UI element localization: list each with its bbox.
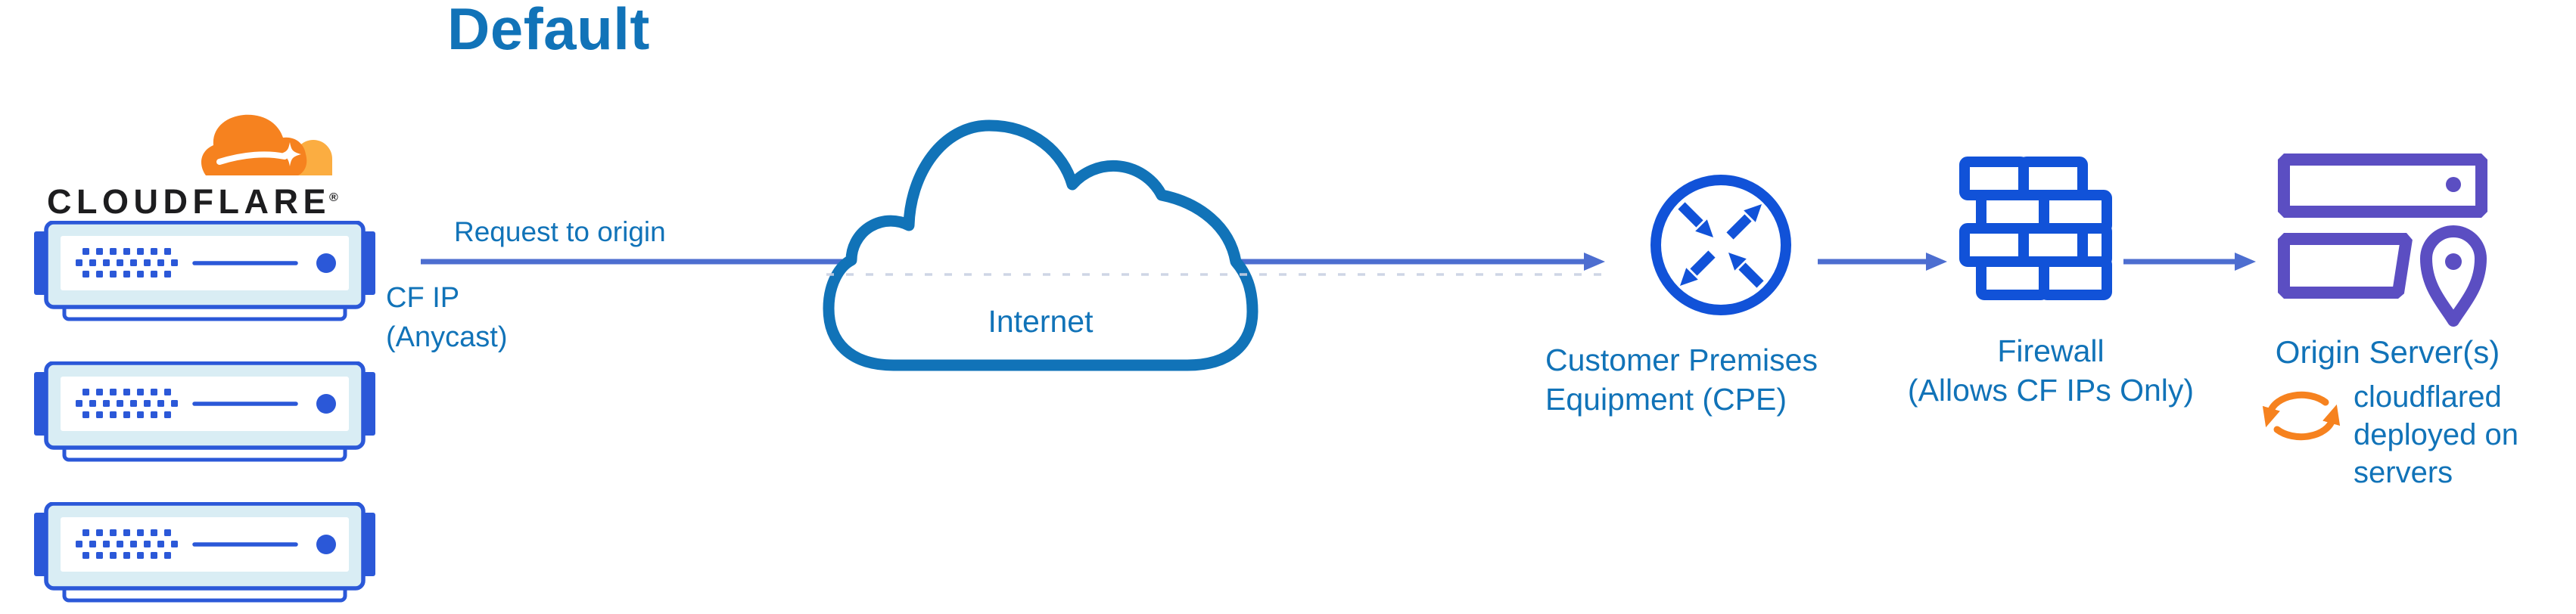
internet-cloud-icon bbox=[823, 119, 1258, 371]
edge-server-icon-2 bbox=[34, 363, 375, 460]
router-arrow-heads bbox=[1680, 204, 1762, 286]
cloudflare-logo-icon bbox=[201, 114, 332, 175]
cloudflared-line3: servers bbox=[2354, 456, 2453, 489]
location-pin-icon bbox=[2420, 225, 2487, 327]
cloudflare-wordmark: CLOUDFLARE® bbox=[47, 180, 338, 220]
cf-ip-line1: CF IP bbox=[386, 282, 460, 314]
wordmark-text: CLOUDFLARE bbox=[47, 182, 331, 221]
request-to-origin-label: Request to origin bbox=[454, 216, 666, 247]
router-arrow-shafts bbox=[1678, 202, 1764, 288]
origin-servers-label: Origin Server(s) bbox=[2275, 334, 2500, 370]
internet-label: Internet bbox=[988, 304, 1094, 339]
firewall-label-line2: (Allows CF IPs Only) bbox=[1907, 373, 2195, 408]
logo-flare-swoosh bbox=[216, 151, 288, 165]
firewall-label-line1: Firewall bbox=[1997, 333, 2105, 368]
edge-server-icon-1 bbox=[34, 222, 375, 319]
cloudflared-label: cloudflared deployed on servers bbox=[2354, 378, 2518, 492]
cpe-router-icon bbox=[1650, 175, 1791, 315]
diagram-title: Default bbox=[447, 0, 650, 62]
cloudflared-line2: deployed on bbox=[2354, 418, 2518, 451]
cpe-label: Customer Premises Equipment (CPE) bbox=[1545, 340, 1818, 419]
cloudflared-line1: cloudflared bbox=[2354, 380, 2502, 414]
cpe-label-line2: Equipment (CPE) bbox=[1545, 382, 1787, 417]
edge-server-icon-3 bbox=[34, 504, 375, 600]
registered-mark: ® bbox=[328, 191, 338, 204]
cf-ip-line2: (Anycast) bbox=[386, 321, 508, 353]
cf-ip-anycast-label: CF IP (Anycast) bbox=[386, 278, 507, 357]
origin-servers-icon bbox=[2278, 154, 2487, 327]
logo-flare-star bbox=[278, 142, 301, 166]
cloudflare-server-stack bbox=[34, 222, 375, 600]
firewall-label: Firewall (Allows CF IPs Only) bbox=[1862, 331, 2240, 410]
cpe-label-line1: Customer Premises bbox=[1545, 343, 1818, 377]
sync-arrows-icon bbox=[2262, 391, 2341, 441]
firewall-icon bbox=[1959, 157, 2112, 300]
